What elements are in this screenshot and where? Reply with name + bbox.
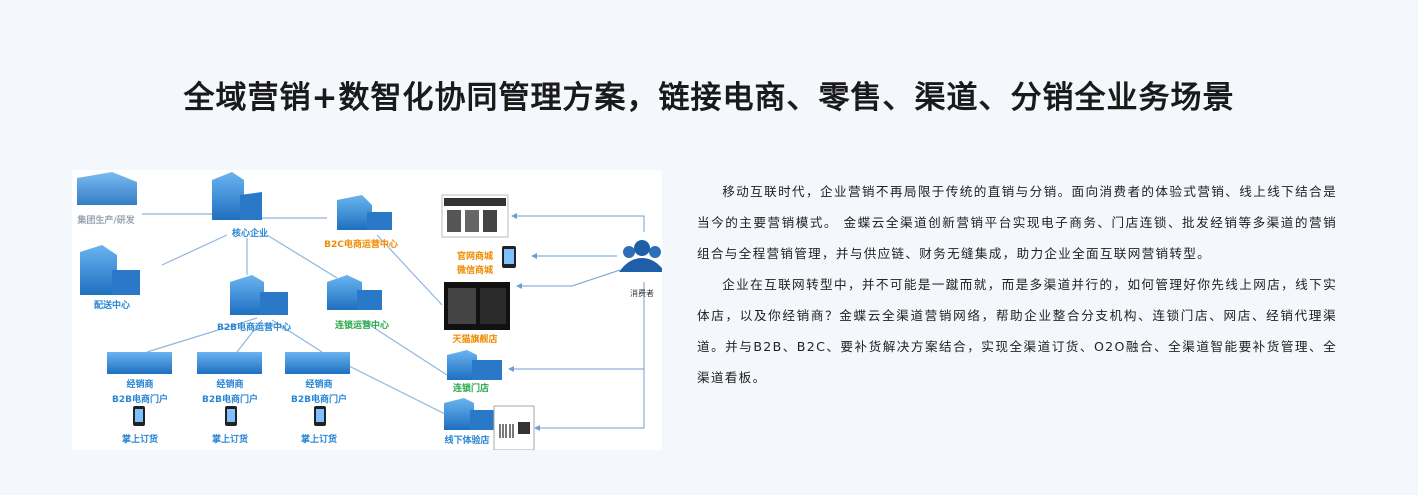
- label-dealer-3: 经销商: [305, 380, 333, 390]
- building-store: [447, 350, 502, 380]
- label-portal-2: B2B电商门户: [202, 395, 258, 405]
- building-b2c: [337, 195, 392, 230]
- label-core: 核心企业: [231, 229, 269, 239]
- building-delivery: [80, 245, 140, 295]
- building-dealers: [107, 352, 350, 374]
- label-chain: 连锁运营中心: [334, 321, 390, 331]
- building-chain: [327, 275, 382, 310]
- consumer-arrows: [508, 213, 645, 431]
- label-consumer: 消费者: [630, 289, 654, 298]
- label-portal-3: B2B电商门户: [291, 395, 347, 405]
- label-wechat: 微信商城: [456, 266, 494, 276]
- label-dealer-1: 经销商: [126, 380, 154, 390]
- tmall-store-screenshot: [444, 282, 510, 330]
- label-app-3: 掌上订货: [300, 435, 338, 445]
- page-title: 全域营销+数智化协同管理方案，链接电商、零售、渠道、分销全业务场景: [183, 80, 1235, 116]
- label-store: 连锁门店: [452, 384, 490, 394]
- description-paragraph-2: 企业在互联网转型中，并不可能是一蹴而就，而是多渠道并行的，如何管理好你先线上网店…: [697, 277, 1337, 385]
- label-app-1: 掌上订货: [121, 435, 159, 445]
- building-group: [77, 172, 262, 220]
- label-official: 官网商城: [456, 252, 494, 262]
- phone-screens: [135, 249, 514, 422]
- label-group: 集团生产/研发: [77, 216, 135, 226]
- label-b2c: B2C电商运营中心: [324, 240, 398, 250]
- diagram-canvas: [77, 172, 662, 450]
- receipt-icon: [493, 405, 535, 450]
- label-tmall: 天猫旗舰店: [452, 335, 498, 345]
- description-paragraph-1: 移动互联时代，企业营销不再局限于传统的直销与分销。面向消费者的体验式营销、线上线…: [697, 184, 1337, 261]
- description-panel: 移动互联时代，企业营销不再局限于传统的直销与分销。面向消费者的体验式营销、线上线…: [697, 176, 1337, 393]
- label-portal-1: B2B电商门户: [112, 395, 168, 405]
- connection-lines: [142, 213, 448, 416]
- label-b2b: B2B电商运营中心: [217, 323, 291, 333]
- label-offline: 线下体验店: [444, 436, 490, 446]
- label-app-2: 掌上订货: [211, 435, 249, 445]
- label-delivery: 配送中心: [93, 301, 131, 311]
- official-store-screenshot: [441, 194, 509, 238]
- consumer-icon: [618, 232, 662, 280]
- channel-diagram: 集团生产/研发 核心企业 B2C电商运营中心 配送中心 B2B电商运营中心 连锁…: [72, 170, 662, 450]
- label-dealer-2: 经销商: [216, 380, 244, 390]
- building-offline: [444, 398, 498, 430]
- building-b2b: [230, 275, 288, 315]
